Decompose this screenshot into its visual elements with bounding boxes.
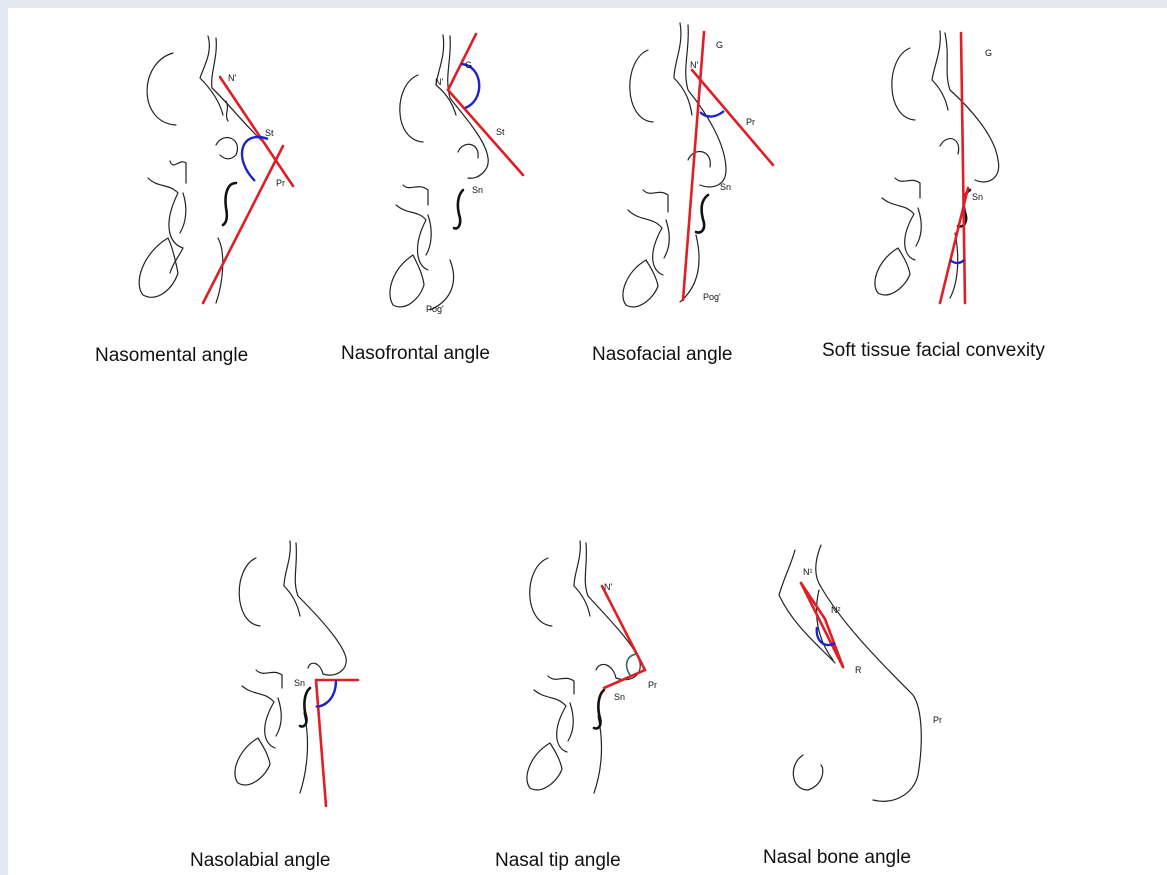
label-pr: Pr (648, 680, 657, 690)
panel-nasolabial: Sn Nasolabial angle (228, 538, 378, 818)
ref-line-nasomental-upper (220, 77, 293, 186)
caption-nasaltip: Nasal tip angle (495, 850, 621, 872)
caption-nasofacial: Nasofacial angle (592, 344, 732, 366)
label-n2: N² (831, 605, 841, 615)
panel-nasofrontal: G N' St Sn Pog' Nasofrontal angle (388, 30, 548, 320)
label-pr: Pr (276, 178, 285, 188)
face-profile-convexity: G Sn (870, 28, 1030, 308)
label-st: St (265, 128, 274, 138)
face-profile-nasofrontal: G N' St Sn Pog' (388, 30, 548, 320)
label-g: G (716, 40, 723, 50)
label-n1: N¹ (803, 567, 813, 577)
label-pog-prime: Pog' (426, 304, 444, 314)
label-n-prime: N' (690, 60, 698, 70)
label-r: R (855, 665, 862, 675)
face-profile-nasolabial: Sn (228, 538, 378, 818)
figure-canvas: N' St Pr Nasomental angle G N' St Sn Pog… (8, 8, 1167, 875)
label-st: St (496, 127, 505, 137)
label-g: G (465, 60, 472, 70)
ref-line-nasofrontal-nose (448, 90, 523, 175)
label-sn: Sn (472, 185, 483, 195)
label-sn: Sn (972, 192, 983, 202)
label-sn: Sn (614, 692, 625, 702)
angle-arc-nasofrontal (461, 64, 479, 108)
ref-line-nasaltip-columella (604, 670, 645, 688)
label-sn: Sn (294, 678, 305, 688)
face-profile-nasaltip: N' Pr Sn (518, 538, 668, 818)
label-n-prime: N' (228, 73, 236, 83)
label-pr: Pr (746, 117, 755, 127)
label-n-prime: N' (435, 77, 443, 87)
panel-convexity: G Sn Soft tissue facial convexity (870, 28, 1030, 308)
label-pr: Pr (933, 715, 942, 725)
ref-line-nasomental-lower (203, 146, 283, 303)
label-pog-prime: Pog' (703, 292, 721, 302)
ref-line-nasofacial-nose (692, 70, 773, 165)
label-g: G (985, 48, 992, 58)
caption-nasalbone: Nasal bone angle (763, 847, 911, 869)
caption-convexity: Soft tissue facial convexity (822, 340, 1045, 362)
caption-nasolabial: Nasolabial angle (190, 850, 331, 872)
angle-arc-convexity (950, 260, 964, 263)
label-n-prime: N' (604, 582, 612, 592)
face-profile-nasalbone: N¹ N² R Pr (773, 545, 953, 815)
angle-arc-nasaltip (627, 654, 636, 675)
face-profile-nasofacial: G N' Pr Sn Pog' (618, 20, 788, 310)
panel-nasomental: N' St Pr Nasomental angle (128, 33, 308, 313)
face-profile-nasomental: N' St Pr (128, 33, 308, 313)
ref-line-nasaltip-dorsum (602, 586, 645, 670)
caption-nasomental: Nasomental angle (95, 345, 248, 367)
panel-nasofacial: G N' Pr Sn Pog' Nasofacial angle (618, 20, 788, 310)
caption-nasofrontal: Nasofrontal angle (341, 343, 490, 365)
label-sn: Sn (720, 182, 731, 192)
panel-nasaltip: N' Pr Sn Nasal tip angle (518, 538, 668, 818)
panel-nasalbone: N¹ N² R Pr Nasal bone angle (773, 545, 953, 815)
ref-line-nasalbone-chord (801, 583, 843, 667)
ref-line-nasolabial-lip (316, 680, 326, 806)
